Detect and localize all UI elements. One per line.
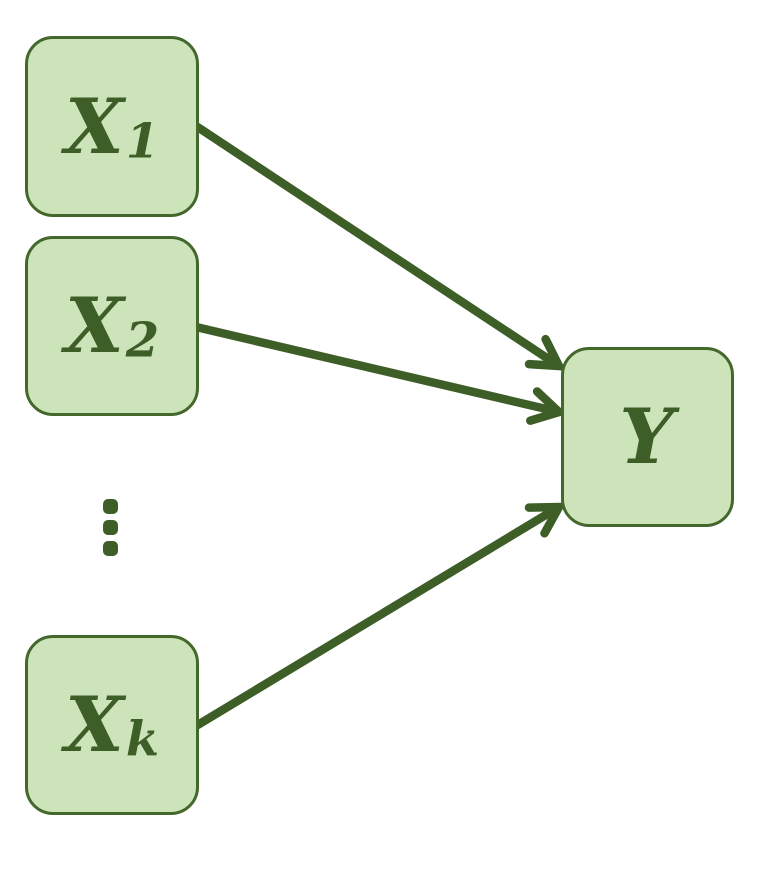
node-xk-subscript: k [125, 711, 160, 768]
node-x1-subscript: 1 [125, 112, 160, 169]
ellipsis-dot [103, 520, 118, 535]
node-xk-base: X [64, 680, 124, 769]
vertical-ellipsis-icon [103, 499, 118, 556]
ellipsis-dot [103, 541, 118, 556]
node-x2-subscript: 2 [125, 312, 160, 369]
edge-x1-to-y [193, 122, 567, 371]
node-x1-base: X [64, 81, 124, 171]
node-y-base: Y [619, 392, 674, 481]
node-y-label: Y [619, 399, 675, 475]
node-x2-base: X [64, 281, 124, 370]
edge-xk-to-y [193, 502, 567, 730]
edge-x2-to-y [195, 322, 568, 425]
node-y: Y [561, 347, 734, 527]
ellipsis-dot [103, 499, 118, 514]
